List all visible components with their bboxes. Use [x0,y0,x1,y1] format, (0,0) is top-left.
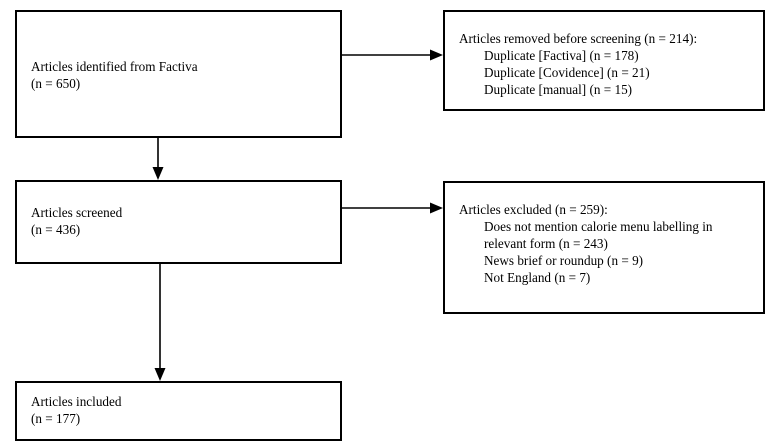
text-line: Duplicate [Covidence] (n = 21) [484,65,650,80]
text-line: Duplicate [manual] (n = 15) [484,82,633,97]
node-articles-excluded-text: Articles excluded (n = 259): Does not men… [459,201,713,286]
text-line: Does not mention calorie menu labelling … [484,219,713,234]
text-line: (n = 436) [31,222,81,237]
node-articles-removed: Articles removed before screening (n = 2… [443,10,765,111]
text-line: Duplicate [Factiva] (n = 178) [484,48,639,63]
connector-screened-to-included [154,264,166,381]
node-articles-screened-text: Articles screened (n = 436) [31,204,122,238]
text-line: News brief or roundup (n = 9) [484,253,644,268]
text-line: (n = 650) [31,76,81,91]
text-line: relevant form (n = 243) [484,236,608,251]
node-articles-identified: Articles identified from Factiva (n = 650… [15,10,342,138]
connector-identified-to-removed [342,49,443,61]
connector-screened-to-excluded [342,202,443,214]
node-articles-removed-text: Articles removed before screening (n = 2… [459,30,697,98]
text-line: Articles excluded (n = 259): [459,202,608,217]
text-line: Articles removed before screening (n = 2… [459,31,698,46]
text-line: Articles screened [31,205,123,220]
text-line: Not England (n = 7) [484,270,591,285]
node-articles-identified-text: Articles identified from Factiva (n = 650… [31,58,198,92]
text-line: Articles identified from Factiva [31,59,198,74]
text-line: (n = 177) [31,411,81,426]
node-articles-included-text: Articles included (n = 177) [31,393,121,427]
node-articles-excluded: Articles excluded (n = 259): Does not men… [443,181,765,314]
node-articles-included: Articles included (n = 177) [15,381,342,441]
connector-identified-to-screened [152,138,164,180]
text-line: Articles included [31,394,122,409]
node-articles-screened: Articles screened (n = 436) [15,180,342,264]
